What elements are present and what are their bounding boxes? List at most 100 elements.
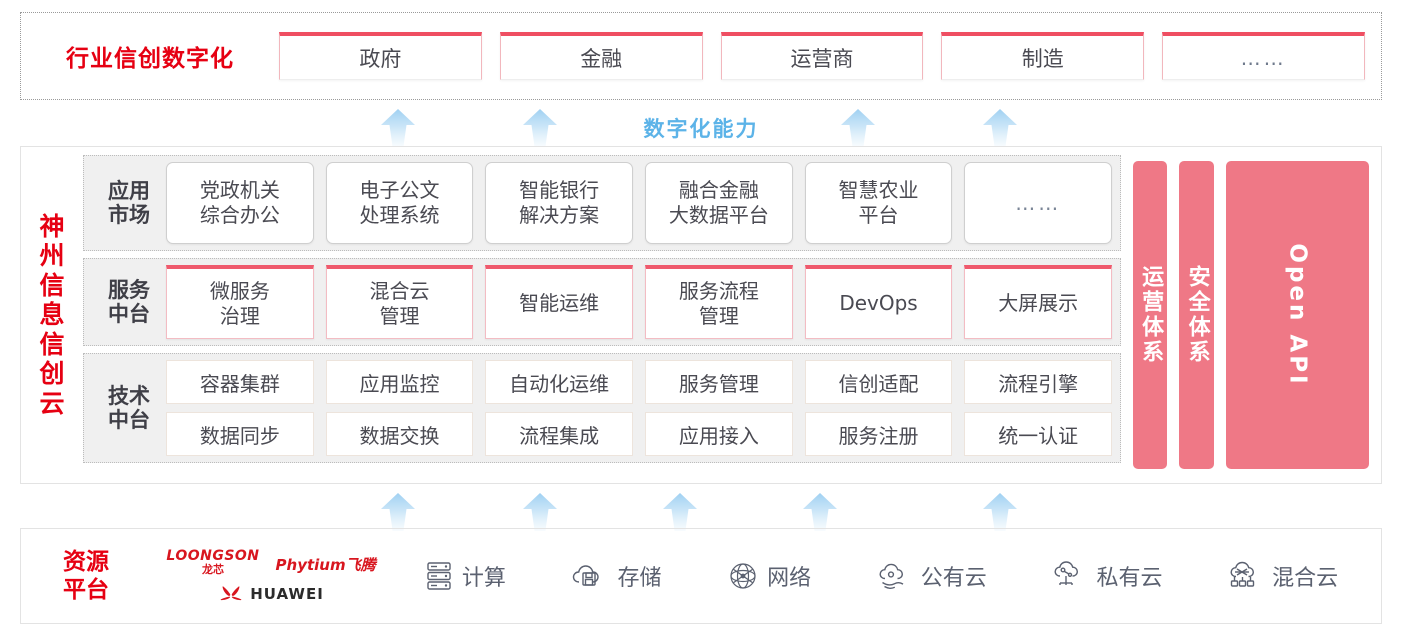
loongson-logo: LOONGSON 龙芯 [166, 549, 259, 575]
huawei-logo: HUAWEI [218, 585, 324, 603]
huawei-logo-text: HUAWEI [250, 585, 324, 603]
resource-item-label: 公有云 [920, 566, 987, 591]
tech-cell-container-cluster[interactable]: 容器集群 [166, 360, 314, 404]
cloud-title-char-3: 息 [39, 300, 65, 330]
svc-cell-service-process-mgmt[interactable]: 服务流程管理 [645, 265, 793, 339]
pillar-group: 运营体系 安全体系 Open API [1127, 147, 1381, 483]
pillar-operations-system[interactable]: 运营体系 [1133, 161, 1168, 469]
resource-item-label: 网络 [767, 566, 812, 591]
app-cell-more[interactable]: …… [964, 162, 1113, 244]
app-cell-smart-bank[interactable]: 智能银行解决方案 [485, 162, 634, 244]
svc-cell-intelligent-ops[interactable]: 智能运维 [485, 265, 634, 339]
tech-platform-cells: 容器集群 应用监控 自动化运维 服务管理 信创适配 流程引擎 数据同步 数据交换… [166, 360, 1113, 456]
layer-app-market: 应用 市场 党政机关综合办公 电子公文处理系统 智能银行解决方案 融合金融大数据… [83, 155, 1121, 251]
resource-item-label: 计算 [461, 566, 506, 591]
tech-cell-automated-ops[interactable]: 自动化运维 [485, 360, 634, 404]
layer-label-line-2: 市场 [108, 203, 150, 227]
cloud-title-char-4: 信 [39, 329, 65, 359]
svc-cell-hybrid-cloud-mgmt[interactable]: 混合云管理 [325, 265, 474, 339]
loongson-logo-cn: 龙芯 [201, 563, 224, 576]
up-arrow-lower-4 [977, 492, 1023, 532]
pillar-open-api-label: Open API [1284, 243, 1311, 387]
resource-item-network[interactable]: 网络 [727, 560, 811, 592]
tech-cell-app-monitoring[interactable]: 应用监控 [325, 360, 474, 404]
cloud-storage-icon [571, 561, 609, 591]
resource-platform-title: 资源 平台 [21, 548, 151, 604]
resource-item-private-cloud[interactable]: 私有云 [1052, 560, 1162, 592]
layer-label-line-1: 应用 [108, 178, 150, 203]
industry-box-finance[interactable]: 金融 [499, 32, 703, 80]
tech-cell-unified-auth[interactable]: 统一认证 [964, 412, 1113, 456]
tech-cell-service-registry[interactable]: 服务注册 [804, 412, 953, 456]
up-arrow-lower-0 [375, 492, 421, 532]
tech-cell-service-mgmt[interactable]: 服务管理 [645, 360, 793, 404]
svc-cell-microservice-governance[interactable]: 微服务治理 [166, 265, 314, 339]
tech-cell-data-sync[interactable]: 数据同步 [166, 412, 314, 456]
app-market-cells: 党政机关综合办公 电子公文处理系统 智能银行解决方案 融合金融大数据平台 智慧农… [166, 162, 1113, 244]
service-platform-cells: 微服务治理 混合云管理 智能运维 服务流程管理 DevOps 大屏展示 [166, 265, 1113, 339]
resource-item-label: 存储 [617, 566, 662, 591]
layer-label-line-1: 技术 [108, 383, 150, 408]
cloud-title-char-6: 云 [39, 388, 65, 418]
svc-cell-devops[interactable]: DevOps [804, 265, 953, 339]
cloud-title-char-2: 信 [39, 270, 65, 300]
app-cell-fin-bigdata[interactable]: 融合金融大数据平台 [645, 162, 793, 244]
cloud-vertical-title: 神 州 信 息 信 创 云 [21, 147, 83, 483]
industry-box-government[interactable]: 政府 [279, 32, 482, 80]
resource-item-public-cloud[interactable]: 公有云 [877, 560, 987, 592]
layer-label-service-platform: 服务 中台 [92, 278, 166, 326]
tech-cell-xinchuang-adapt[interactable]: 信创适配 [804, 360, 953, 404]
layer-label-app-market: 应用 市场 [92, 179, 166, 227]
layer-stack: 应用 市场 党政机关综合办公 电子公文处理系统 智能银行解决方案 融合金融大数据… [83, 147, 1127, 483]
huawei-flower-icon [218, 585, 244, 603]
up-arrow-lower-2 [657, 492, 703, 532]
cloud-platform-panel: 神 州 信 息 信 创 云 应用 市场 党政机关综合办公 电子公文处理系统 智能… [20, 146, 1382, 484]
industry-band-title: 行业信创数字化 [66, 46, 234, 72]
resource-title-line-2: 平台 [63, 577, 109, 603]
tech-cell-process-integration[interactable]: 流程集成 [485, 412, 634, 456]
cloud-title-char-0: 神 [39, 211, 65, 241]
lower-arrow-row [0, 488, 1402, 532]
tech-cell-row-1: 容器集群 应用监控 自动化运维 服务管理 信创适配 流程引擎 [166, 360, 1113, 404]
layer-label-line-2: 中台 [108, 408, 150, 432]
pillar-security-system[interactable]: 安全体系 [1179, 161, 1214, 469]
app-cell-e-document[interactable]: 电子公文处理系统 [325, 162, 474, 244]
industry-box-manufacturing[interactable]: 制造 [941, 32, 1145, 80]
resource-platform-band: 资源 平台 LOONGSON 龙芯 Phytium飞腾 [20, 528, 1382, 624]
public-cloud-icon [877, 562, 913, 590]
tech-cell-row-2: 数据同步 数据交换 流程集成 应用接入 服务注册 统一认证 [166, 412, 1113, 456]
svc-cell-big-screen[interactable]: 大屏展示 [964, 265, 1113, 339]
loongson-logo-en: LOONGSON [166, 548, 260, 564]
layer-label-line-2: 中台 [108, 302, 150, 326]
resource-item-label: 混合云 [1272, 566, 1339, 591]
layer-tech-platform: 技术 中台 容器集群 应用监控 自动化运维 服务管理 信创适配 流程引擎 数据同… [83, 353, 1121, 463]
tech-cell-process-engine[interactable]: 流程引擎 [964, 360, 1113, 404]
layer-label-line-1: 服务 [108, 277, 150, 302]
resource-item-storage[interactable]: 存储 [571, 560, 661, 592]
vendor-logo-row-1: LOONGSON 龙芯 Phytium飞腾 [166, 549, 375, 575]
network-icon [727, 560, 759, 592]
pillar-open-api[interactable]: Open API [1225, 161, 1369, 469]
app-cell-smart-agri[interactable]: 智慧农业平台 [804, 162, 953, 244]
pillar-security-label: 安全体系 [1184, 265, 1210, 365]
resource-item-compute[interactable]: 计算 [424, 560, 506, 592]
up-arrow-lower-1 [517, 492, 563, 532]
cloud-title-char-1: 州 [39, 241, 65, 271]
layer-label-tech-platform: 技术 中台 [92, 384, 166, 432]
tech-cell-data-exchange[interactable]: 数据交换 [325, 412, 474, 456]
vendor-logo-group: LOONGSON 龙芯 Phytium飞腾 HUA [151, 549, 391, 603]
industry-box-list: 政府 金融 运营商 制造 …… [279, 32, 1381, 80]
industry-band: 行业信创数字化 政府 金融 运营商 制造 …… [20, 12, 1382, 100]
layer-service-platform: 服务 中台 微服务治理 混合云管理 智能运维 服务流程管理 DevOps 大屏展… [83, 258, 1121, 346]
digital-capability-label: 数字化能力 [643, 117, 759, 141]
resource-item-hybrid-cloud[interactable]: 混合云 [1228, 560, 1338, 592]
app-cell-gov-office[interactable]: 党政机关综合办公 [166, 162, 314, 244]
resource-item-list: 计算 存储 [391, 560, 1381, 592]
industry-box-operator[interactable]: 运营商 [720, 32, 924, 80]
tech-cell-app-access[interactable]: 应用接入 [645, 412, 793, 456]
private-cloud-icon [1052, 561, 1088, 591]
cloud-title-char-5: 创 [39, 359, 65, 389]
industry-box-more[interactable]: …… [1162, 32, 1365, 80]
hybrid-cloud-icon [1228, 561, 1264, 591]
